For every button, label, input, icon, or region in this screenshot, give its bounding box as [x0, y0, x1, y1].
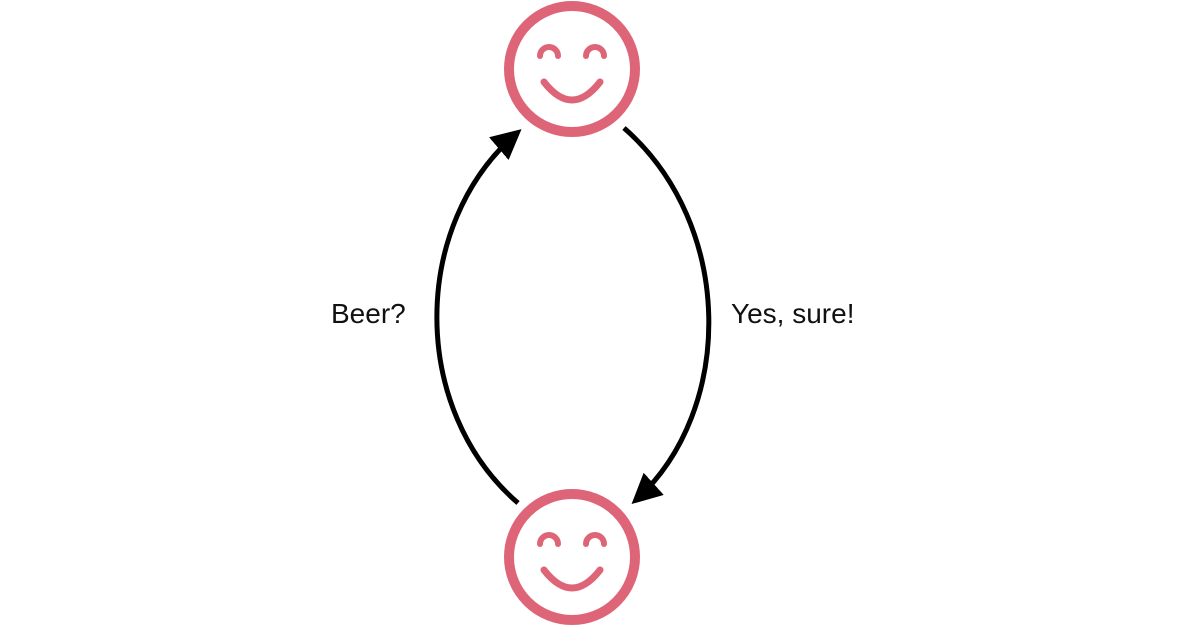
- bottom-smiley-icon: [504, 489, 640, 625]
- beer-question-label: Beer?: [331, 298, 406, 329]
- yes-sure-label: Yes, sure!: [731, 298, 854, 329]
- left-arrow: [434, 129, 522, 505]
- right-arrow: [622, 126, 712, 505]
- top-smiley-right-eye: [583, 44, 607, 59]
- bottom-smiley-outline: [504, 489, 640, 625]
- bottom-smiley-mouth: [540, 566, 604, 592]
- top-smiley-mouth: [540, 78, 604, 104]
- bottom-smiley-right-eye: [583, 532, 607, 547]
- bottom-smiley-left-eye: [537, 532, 561, 547]
- top-smiley-icon: [504, 1, 640, 137]
- top-smiley-left-eye: [537, 44, 561, 59]
- top-smiley-outline: [504, 1, 640, 137]
